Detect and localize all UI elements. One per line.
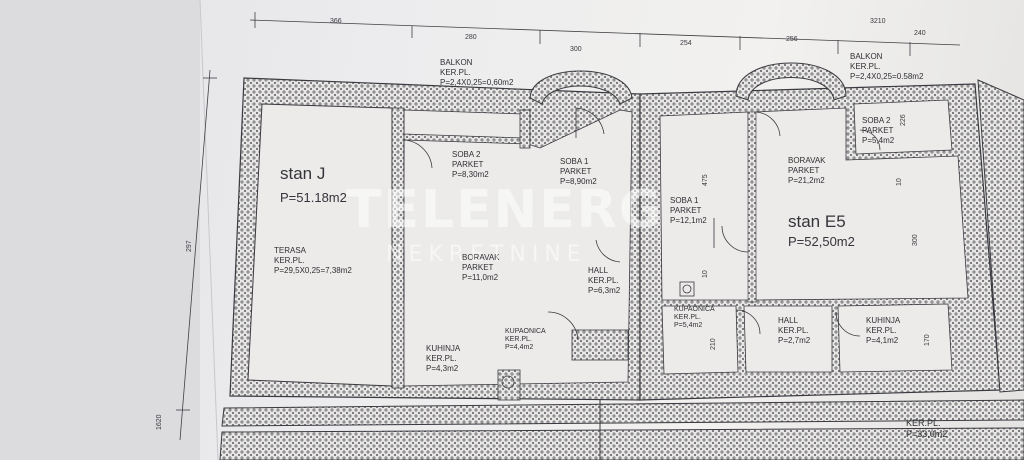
dimension-label: 475	[702, 174, 709, 186]
watermark-brand: TELENERG	[346, 180, 664, 240]
apartment-e5-doors	[679, 111, 881, 337]
dimension-label: 3210	[870, 18, 886, 25]
left-dimension-line	[176, 69, 217, 441]
apartment-e5-area: P=52,50m2	[788, 234, 855, 249]
watermark-sub: NEKRETNINE	[386, 242, 587, 267]
apartment-j-area: P=51.18m2	[280, 190, 347, 205]
corridor-walls	[219, 399, 1024, 460]
dimension-label: 256	[786, 36, 798, 43]
apartment-e5-name: stan E5	[788, 212, 846, 231]
dimension-label: 300	[912, 234, 919, 246]
paper-margin	[0, 0, 200, 460]
dimension-label: 254	[680, 40, 692, 47]
apartment-e5-walls	[639, 83, 1001, 401]
apartment-j-walls	[229, 77, 641, 401]
dimension-label: 170	[924, 334, 931, 346]
dimension-label: 10	[702, 270, 709, 278]
apartment-j-doors	[403, 107, 621, 389]
dimension-label: 210	[710, 338, 717, 350]
dimension-label: 10	[896, 178, 903, 186]
apartment-e5-balcony-arch	[735, 62, 847, 101]
apartment-j-balcony-arch	[529, 70, 633, 105]
dimension-label: 280	[465, 34, 477, 41]
adjacent-unit-wall	[977, 79, 1024, 393]
dimension-label: 226	[900, 114, 907, 126]
dimension-label: 240	[914, 30, 926, 37]
dimension-label: 300	[570, 46, 582, 53]
room-label-corridor: KER.PL.P=33,0m2	[906, 418, 948, 439]
dimension-label: 297	[186, 240, 193, 252]
dimension-label: 366	[330, 18, 342, 25]
dimension-label: 1620	[156, 414, 163, 430]
top-dimension-line	[249, 12, 961, 56]
apartment-j-name: stan J	[280, 164, 326, 183]
